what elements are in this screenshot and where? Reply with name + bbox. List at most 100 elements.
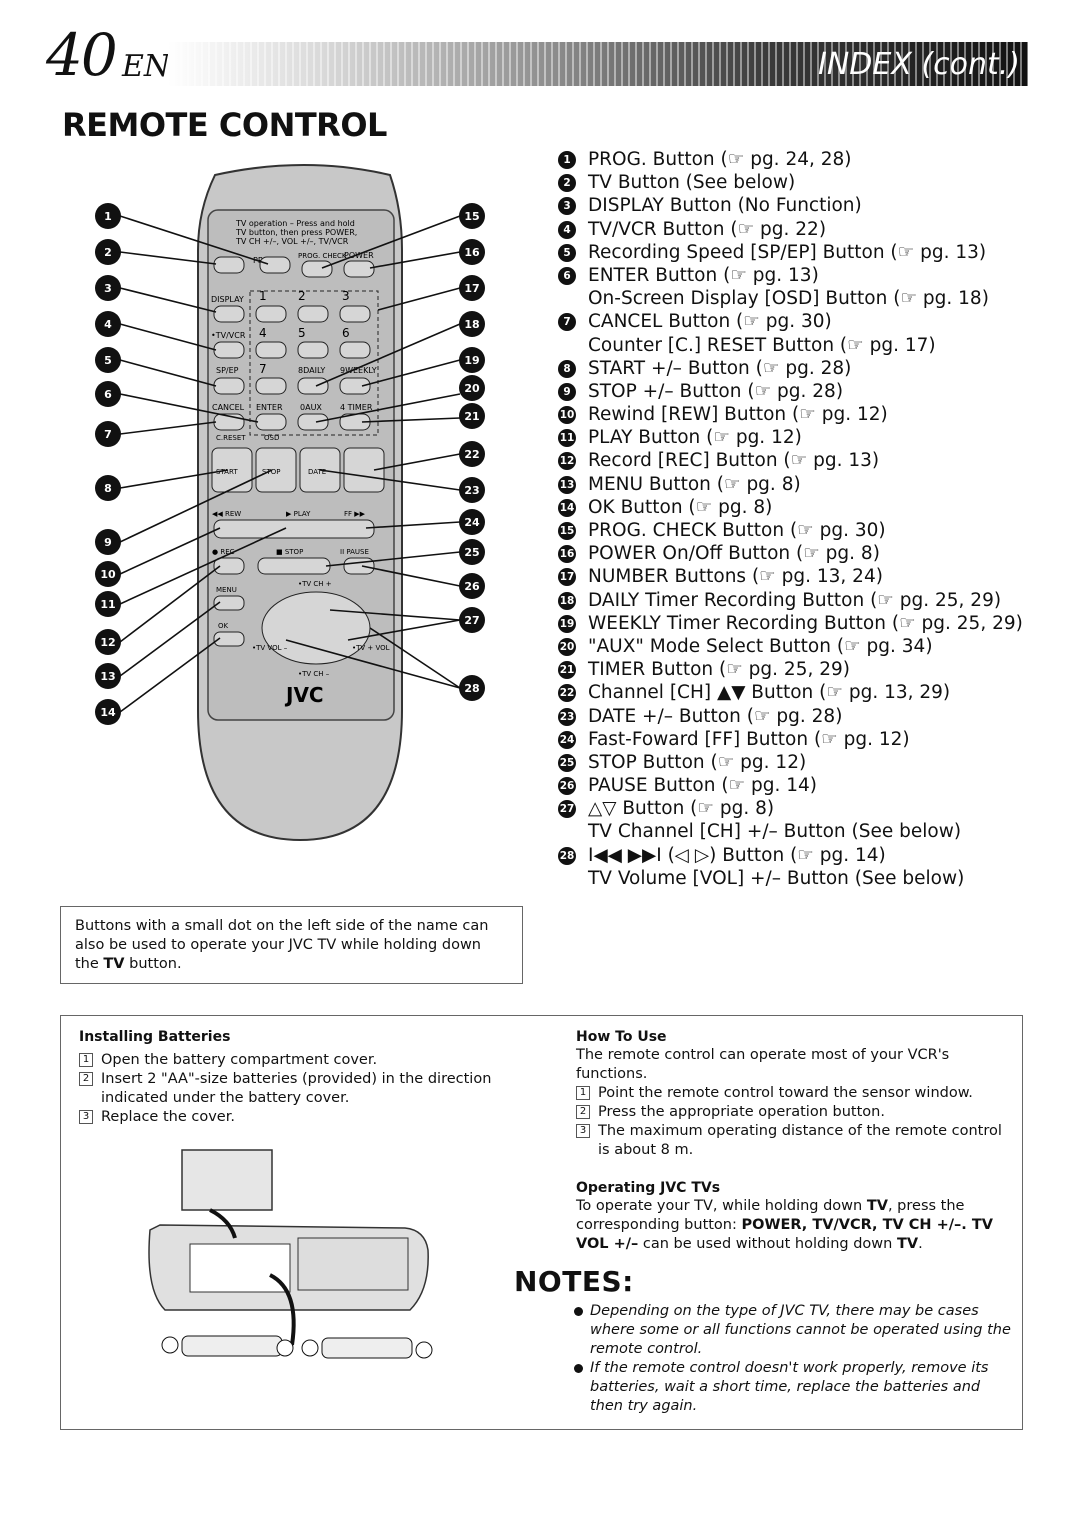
index-number-badge: 3 [558,197,576,216]
tvvcr-label: •TV/VCR [211,331,246,340]
number-4-button[interactable] [255,341,287,359]
index-item: TV Volume [VOL] +/– Button (See below) [558,867,1028,890]
index-number-badge: 12 [558,452,576,471]
spep-label: SP/EP [216,366,239,375]
rew-play-ff-bar[interactable] [213,519,375,539]
ok-button[interactable] [213,631,245,647]
language-tag: EN [122,49,171,84]
index-number-badge: 25 [558,753,576,772]
weekly-label: 9WEEKLY [340,366,377,375]
rew-label: ◀◀ REW [212,510,241,518]
batteries-and-usage-box [60,1015,1023,1430]
prog-button[interactable] [259,256,291,274]
number-5-button[interactable] [297,341,329,359]
index-item-text: STOP +/– Button (☞ pg. 28) [588,380,844,402]
tv-ch-down-label: •TV CH – [298,670,330,678]
number-6-button[interactable] [339,341,371,359]
number-3-button[interactable] [339,305,371,323]
number-1-button[interactable] [255,305,287,323]
index-item-text: PROG. Button (☞ pg. 24, 28) [588,149,852,170]
page-header: 40 EN INDEX (cont.) [0,0,1080,100]
index-item: 20"AUX" Mode Select Button (☞ pg. 34) [558,635,1028,658]
date-label: DATE [308,468,326,476]
callout-25: 25 [464,546,479,559]
arrow-cover [209,1208,237,1239]
cursor-pad[interactable] [261,591,371,665]
daily-button[interactable] [297,377,329,395]
index-number-badge: 18 [558,591,576,610]
index-item-text: Record [REC] Button (☞ pg. 13) [588,450,880,472]
callout-21: 21 [464,410,479,423]
prog-check-label: PROG. CHECK [298,252,347,260]
tv-vol-up-label: •TV + VOL [352,644,390,652]
aux-button[interactable] [297,413,329,431]
index-number-badge: 23 [558,707,576,726]
remote-control-illustration: TV operation – Press and hold TV button,… [95,164,485,842]
stop-label: ■ STOP [276,548,303,556]
stop-rocker[interactable] [255,447,297,493]
callout-20: 20 [464,382,480,395]
number-7-button[interactable] [255,377,287,395]
callout-14: 14 [100,706,116,719]
power-button[interactable] [343,260,375,278]
index-number-badge: 26 [558,777,576,796]
index-number-badge: 7 [558,313,576,332]
display-button[interactable] [213,305,245,323]
remote-note-3: TV CH +/–, VOL +/–, TV/VCR [235,237,349,246]
digit-6: 6 [342,326,350,340]
start-rocker[interactable] [211,447,253,493]
channel-rocker[interactable] [343,447,385,493]
display-label: DISPLAY [211,295,244,304]
menu-button[interactable] [213,595,245,611]
callout-18: 18 [464,318,479,331]
spep-button[interactable] [213,377,245,395]
enter-button[interactable] [255,413,287,431]
notes-heading: NOTES: [514,1265,634,1298]
index-item: On-Screen Display [OSD] Button (☞ pg. 18… [558,287,1028,310]
arrow-battery [269,1273,296,1346]
pause-button[interactable] [343,557,375,575]
tvvcr-button[interactable] [213,341,245,359]
index-item-text: STOP Button (☞ pg. 12) [588,751,807,773]
index-number-badge: 20 [558,637,576,656]
index-item-text: TIMER Button (☞ pg. 25, 29) [588,659,850,681]
index-item: 27△▽ Button (☞ pg. 8) [558,797,1028,820]
index-number-badge: 1 [558,151,576,169]
callout-3: 3 [104,282,112,295]
aux-label: 0AUX [300,403,322,412]
callout-13: 13 [100,670,115,683]
digit-1: 1 [259,289,267,303]
index-number-badge: 9 [558,382,576,401]
prog-check-button[interactable] [301,260,333,278]
timer-label: 4 TIMER [340,403,373,412]
index-number-badge: 8 [558,359,576,378]
start-label: START [216,468,238,476]
index-item: Counter [C.] RESET Button (☞ pg. 17) [558,334,1028,357]
digit-4: 4 [259,326,267,340]
weekly-button[interactable] [339,377,371,395]
stop-button[interactable] [257,557,331,575]
callout-7: 7 [104,428,112,441]
rec-button[interactable] [213,557,245,575]
number-2-button[interactable] [297,305,329,323]
tv-button[interactable] [213,256,245,274]
digit-5: 5 [298,326,306,340]
tv-ch-up-label: •TV CH + [298,580,332,588]
callout-4: 4 [104,318,112,331]
index-item-text: MENU Button (☞ pg. 8) [588,473,801,495]
plus-icon-2 [301,1339,319,1357]
header-bar [168,42,1028,86]
battery-aa-2 [321,1337,413,1359]
callout-23: 23 [464,484,479,497]
operating-jvc-text: To operate your TV, while holding down T… [576,1198,993,1252]
